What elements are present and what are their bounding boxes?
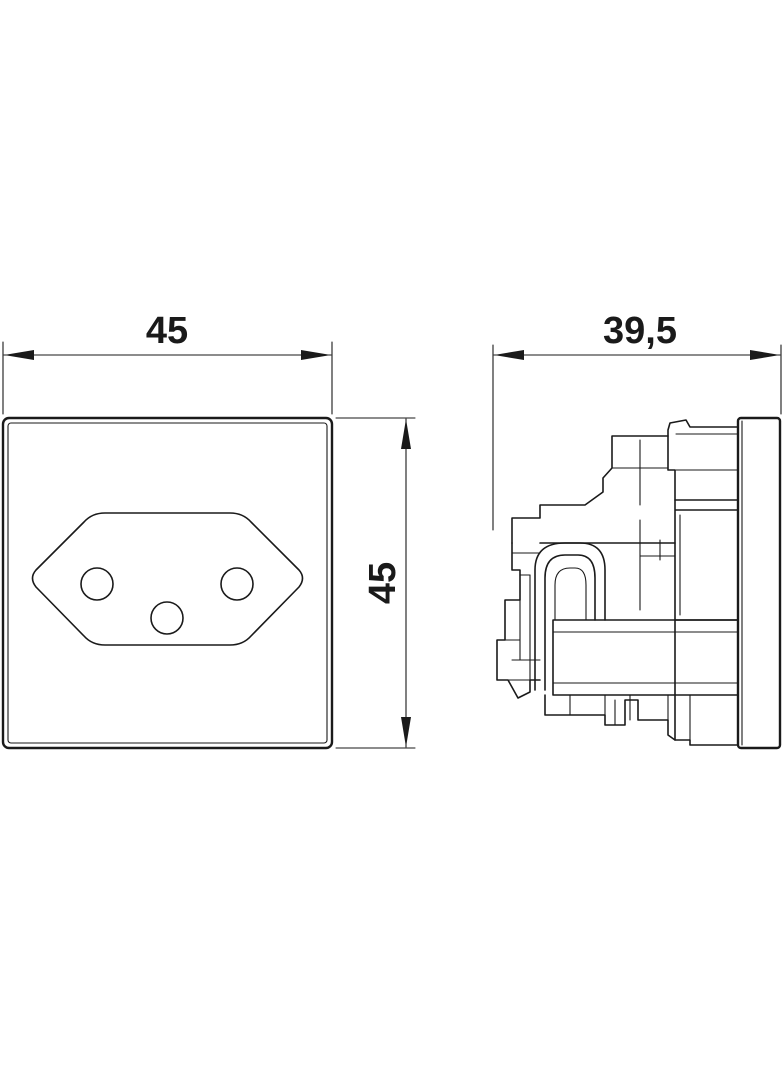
- side-lower-body: [544, 694, 739, 746]
- front-width-label: 45: [146, 310, 188, 352]
- side-left-profile: [496, 542, 541, 699]
- side-depth-label: 39,5: [603, 310, 677, 352]
- side-depth-dimension: 39,5: [492, 310, 782, 531]
- socket-face-outline: [31, 512, 304, 646]
- side-front-plate: [736, 416, 782, 750]
- socket-hole-right: [220, 567, 254, 601]
- socket-hole-earth: [150, 601, 184, 635]
- front-plate-inner: [7, 422, 328, 744]
- front-plate-outer: [1, 416, 334, 750]
- socket-hole-left: [80, 567, 114, 601]
- side-view: [496, 416, 782, 750]
- side-upper-clip: [667, 419, 739, 501]
- front-view: [1, 416, 334, 750]
- side-socket-tube: [552, 619, 739, 696]
- side-upper-body: [511, 435, 669, 544]
- side-contact-loop: [534, 542, 606, 691]
- front-height-label: 45: [362, 562, 404, 604]
- front-width-dimension: 45: [2, 310, 333, 415]
- front-height-dimension: 45: [335, 417, 416, 749]
